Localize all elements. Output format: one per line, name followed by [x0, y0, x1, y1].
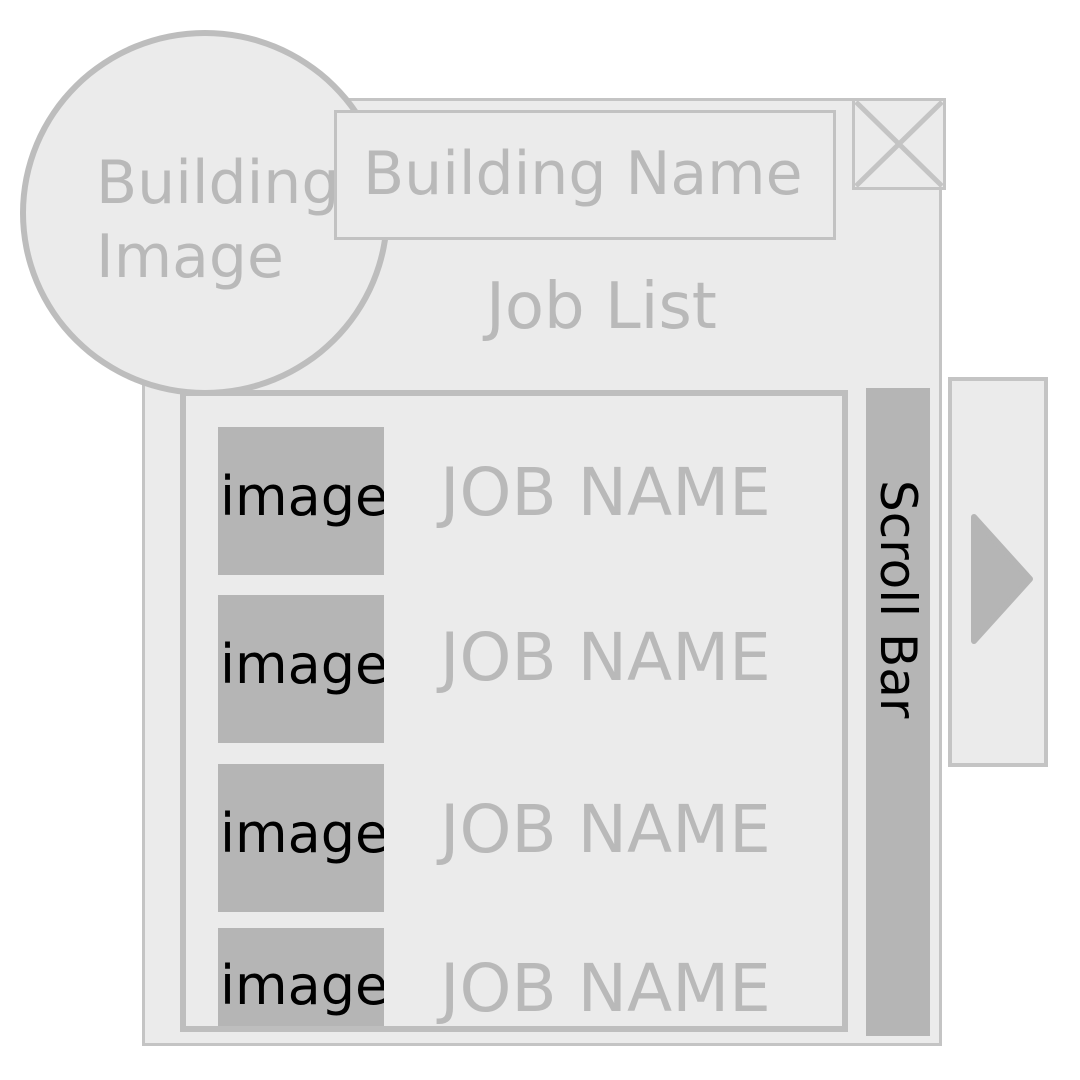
job-name: JOB NAME [440, 454, 771, 531]
job-image-label: image [220, 802, 384, 865]
job-image: image [218, 595, 384, 743]
close-icon [854, 100, 944, 188]
job-image: image [218, 764, 384, 912]
chevron-right-icon [971, 514, 1033, 644]
job-image-label: image [220, 465, 384, 528]
building-name-text: Building Name [363, 139, 803, 209]
job-name: JOB NAME [440, 950, 771, 1027]
building-image-label: Building Image [96, 148, 340, 292]
job-image: image [218, 427, 384, 575]
close-button[interactable] [852, 98, 946, 190]
next-button[interactable] [948, 377, 1048, 767]
job-list-title: Job List [486, 270, 717, 344]
job-image: image [218, 928, 384, 1026]
job-name: JOB NAME [440, 791, 771, 868]
job-image-label: image [220, 954, 384, 1017]
job-list: image JOB NAME image JOB NAME image JOB … [180, 390, 848, 1032]
job-image-label: image [220, 633, 384, 696]
scrollbar[interactable]: Scroll Bar [866, 388, 930, 1036]
scrollbar-label: Scroll Bar [869, 480, 927, 719]
building-name-field: Building Name [334, 110, 836, 240]
job-name: JOB NAME [440, 619, 771, 696]
building-image[interactable]: Building Image [20, 30, 390, 396]
